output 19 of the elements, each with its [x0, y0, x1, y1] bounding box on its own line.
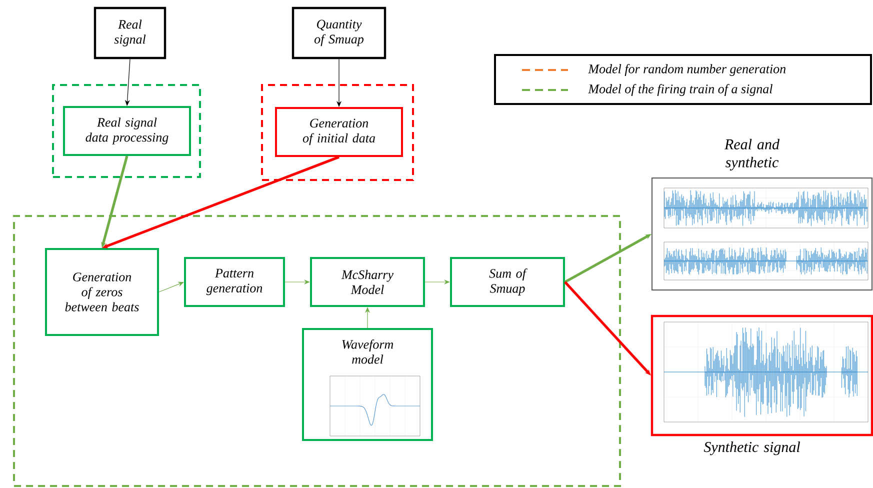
dashed-group-frame — [13, 215, 621, 487]
node-label: Real and synthetic — [724, 138, 780, 170]
arrow — [158, 282, 184, 292]
legend-text: Model of the firing train of a signal — [588, 84, 772, 96]
process-box: Sum of Smuap — [450, 257, 565, 307]
signal-plot-panel: Real and synthetic — [652, 138, 872, 290]
process-box: Pattern generation — [184, 257, 285, 307]
node-label: Synthetic signal — [704, 442, 800, 456]
dashed-group-frame — [52, 84, 201, 178]
waveform-model-box: Waveform model — [302, 328, 433, 441]
dashed-group-frame — [261, 84, 414, 181]
input-box: Real signal — [94, 6, 166, 60]
arrow — [564, 281, 651, 376]
input-box: Quantity of Smuap — [292, 6, 386, 60]
legend-text: Model for random number generation — [588, 64, 786, 76]
process-box: Real signal data processing — [63, 106, 191, 156]
process-box: Generation of zeros between beats — [45, 248, 159, 336]
process-box: Generation of initial data — [275, 107, 403, 157]
process-box: McSharry Model — [310, 257, 425, 307]
